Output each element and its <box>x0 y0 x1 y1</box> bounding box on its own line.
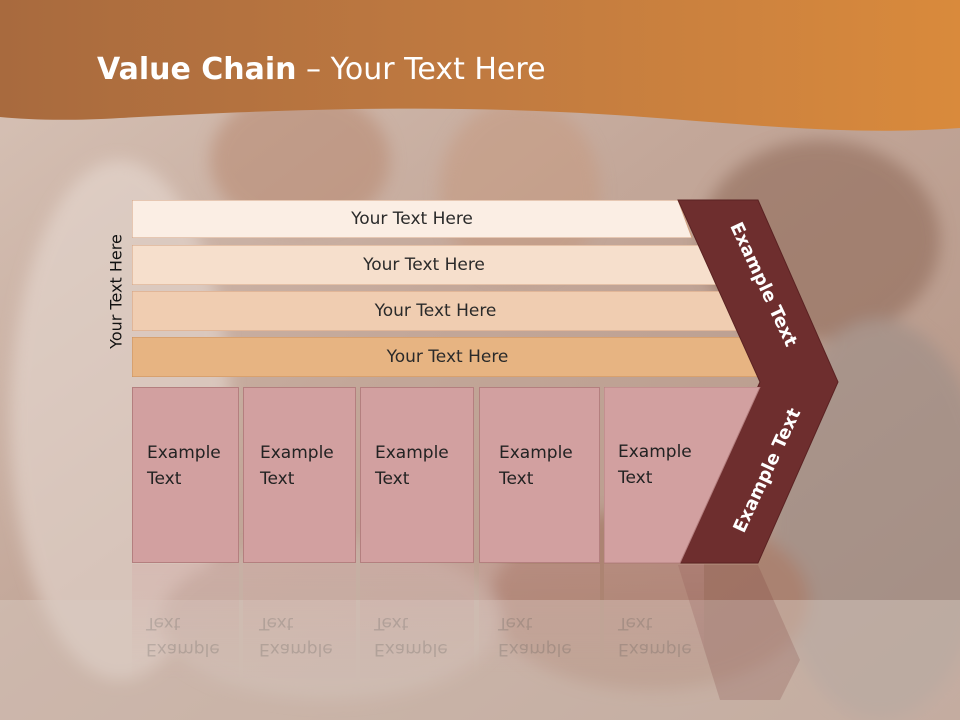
support-bar-3-label: Your Text Here <box>374 301 497 321</box>
support-bar-2: Your Text Here <box>132 245 716 285</box>
support-bar-3-shape <box>132 291 739 331</box>
support-bar-4-shape <box>132 337 763 377</box>
chevron-shape <box>677 199 839 564</box>
support-bar-2-shape <box>132 245 716 285</box>
support-bar-1-label: Your Text Here <box>351 209 473 229</box>
support-bar-4-label: Your Text Here <box>386 347 509 367</box>
support-bar-2-label: Your Text Here <box>363 255 485 275</box>
support-bar-3: Your Text Here <box>132 291 739 331</box>
activity-column-5-shape <box>604 387 761 564</box>
support-bar-1: Your Text Here <box>132 200 692 238</box>
support-bar-4: Your Text Here <box>132 337 763 377</box>
support-bar-1-shape <box>132 200 692 238</box>
slide-title: Value Chain – Your Text Here <box>97 52 546 87</box>
chevron-reflection <box>678 565 800 700</box>
